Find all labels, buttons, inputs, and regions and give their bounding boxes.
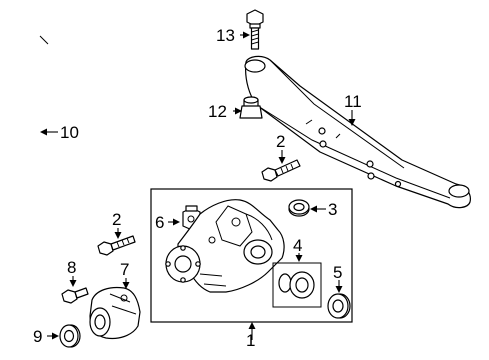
callout-4: 4 xyxy=(293,236,303,262)
callout-label-9: 9 xyxy=(33,327,42,346)
bolt-part-2-upper xyxy=(261,159,301,182)
callout-2-upper: 2 xyxy=(276,132,286,164)
callout-10: 10 xyxy=(40,123,79,142)
callout-label-13: 13 xyxy=(216,26,235,45)
bearing-part-4 xyxy=(278,271,315,299)
callout-label-1: 1 xyxy=(246,331,255,350)
callout-8: 8 xyxy=(67,258,77,287)
callout-label-8: 8 xyxy=(67,258,76,277)
bearing-kit-box xyxy=(272,262,322,308)
seal-part-5 xyxy=(327,293,351,319)
seal-part-3 xyxy=(288,199,310,217)
callout-label-12: 12 xyxy=(208,102,227,121)
callout-7: 7 xyxy=(120,260,130,289)
differential-housing xyxy=(165,199,285,293)
carrier-part-7 xyxy=(89,286,141,340)
callout-2-lower: 2 xyxy=(112,210,122,239)
callout-label-2-upper: 2 xyxy=(276,132,285,151)
assembly-box xyxy=(150,188,353,323)
callout-label-4: 4 xyxy=(293,236,302,255)
callout-6: 6 xyxy=(155,213,180,232)
bolt-part-8 xyxy=(61,287,89,304)
bolt-part-13 xyxy=(246,9,264,50)
callout-label-10: 10 xyxy=(60,123,79,142)
vent-hose-part-10 xyxy=(9,34,84,239)
callout-label-5: 5 xyxy=(333,263,342,282)
callout-label-6: 6 xyxy=(155,213,164,232)
callout-9: 9 xyxy=(33,327,59,346)
callout-13: 13 xyxy=(216,26,250,45)
callout-label-3: 3 xyxy=(328,200,337,219)
callout-5: 5 xyxy=(333,263,343,293)
callout-12: 12 xyxy=(208,102,242,121)
crossmember-part-11 xyxy=(244,55,471,209)
callout-11: 11 xyxy=(344,92,362,126)
seal-part-9 xyxy=(59,324,81,348)
callout-label-2-lower: 2 xyxy=(112,210,121,229)
bolt-part-2-lower xyxy=(97,235,136,256)
callout-3: 3 xyxy=(310,200,337,219)
mount-bushing-part-12 xyxy=(239,96,263,119)
callout-label-7: 7 xyxy=(120,260,129,279)
callout-1: 1 xyxy=(246,322,256,350)
callout-label-11: 11 xyxy=(344,92,362,111)
